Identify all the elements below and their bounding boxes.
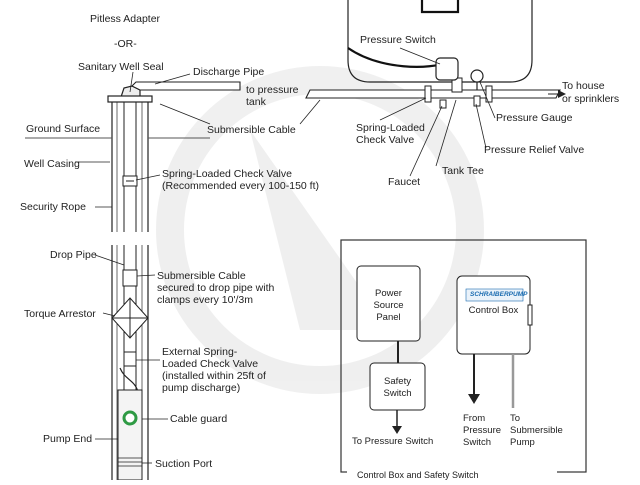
label-spring-check-valve: Check Valve bbox=[356, 134, 415, 146]
label-to-pressure: to pressure bbox=[246, 84, 299, 96]
label-faucet: Faucet bbox=[388, 176, 421, 188]
well-casing bbox=[111, 100, 149, 480]
label-pump-end: Pump End bbox=[43, 433, 93, 445]
label-submersible-cable: Submersible Cable bbox=[207, 124, 296, 136]
label-spring-loaded: Spring-Loaded bbox=[356, 122, 425, 134]
label-security-rope: Security Rope bbox=[20, 201, 86, 213]
torque-arrestor bbox=[111, 297, 149, 339]
safety-switch-label-1: Safety bbox=[384, 376, 411, 387]
to-sub-label-3: Pump bbox=[510, 437, 535, 448]
power-source-panel bbox=[356, 265, 421, 342]
to-sub-label-2: Submersible bbox=[510, 425, 563, 436]
power-source-label-2: Source bbox=[373, 300, 404, 311]
control-panel-caption: Control Box and Safety Switch bbox=[347, 470, 557, 480]
label-cable-secured-1: Submersible Cable bbox=[157, 270, 246, 282]
label-check-valve-1: Spring-Loaded Check Valve bbox=[162, 168, 292, 180]
label-torque-arrestor: Torque Arrestor bbox=[24, 308, 96, 320]
main-pipe bbox=[305, 89, 561, 99]
label-cable-secured-3: clamps every 10'/3m bbox=[157, 294, 253, 306]
label-ext-check-4: pump discharge) bbox=[162, 382, 241, 394]
pressure-switch-body bbox=[435, 57, 459, 81]
pressure-gauge-dial bbox=[470, 69, 484, 83]
brand-logo-text: SCHRAIBERPUMP bbox=[470, 291, 528, 298]
power-source-label-3: Panel bbox=[376, 312, 401, 323]
label-suction-port: Suction Port bbox=[155, 458, 213, 470]
label-check-valve-2: (Recommended every 100-150 ft) bbox=[162, 180, 319, 192]
control-box-label: Control Box bbox=[468, 305, 519, 316]
label-ext-check-1: External Spring- bbox=[162, 346, 238, 358]
label-pitless-adapter: Pitless Adapter bbox=[90, 13, 161, 25]
label-ext-check-3: (installed within 25ft of bbox=[162, 370, 266, 382]
to-pressure-switch-label: To Pressure Switch bbox=[352, 436, 434, 447]
suction-port bbox=[118, 457, 142, 467]
label-cable-guard: Cable guard bbox=[170, 413, 228, 425]
from-label-2: Pressure bbox=[463, 425, 502, 436]
label-ground-surface: Ground Surface bbox=[26, 123, 101, 135]
pressure-tank bbox=[347, 0, 533, 83]
label-tank-tee: Tank Tee bbox=[442, 165, 484, 177]
label-ext-check-2: Loaded Check Valve bbox=[162, 358, 259, 370]
label-discharge-pipe: Discharge Pipe bbox=[193, 66, 265, 78]
label-to-house: To house bbox=[562, 80, 605, 92]
safety-switch-label-2: Switch bbox=[383, 388, 412, 399]
label-pressure-switch: Pressure Switch bbox=[360, 34, 436, 46]
power-source-label-1: Power bbox=[375, 288, 402, 299]
label-pressure-relief-valve: Pressure Relief Valve bbox=[484, 144, 585, 156]
label-sanitary-well-seal: Sanitary Well Seal bbox=[78, 61, 164, 73]
label-drop-pipe: Drop Pipe bbox=[50, 249, 97, 261]
label-cable-secured-2: secured to drop pipe with bbox=[157, 282, 275, 294]
from-label-3: Switch bbox=[463, 437, 491, 448]
to-sub-label-1: To bbox=[510, 413, 521, 424]
pump-end bbox=[117, 389, 143, 481]
discharge-pipe bbox=[131, 81, 241, 91]
label-well-casing: Well Casing bbox=[24, 158, 80, 170]
label-or: -OR- bbox=[114, 38, 137, 50]
label-pressure-gauge: Pressure Gauge bbox=[496, 112, 573, 124]
from-label-1: From bbox=[463, 413, 486, 424]
watermark-logo bbox=[156, 66, 484, 394]
label-tank: tank bbox=[246, 96, 266, 108]
label-or-sprinklers: or sprinklers bbox=[562, 93, 620, 105]
